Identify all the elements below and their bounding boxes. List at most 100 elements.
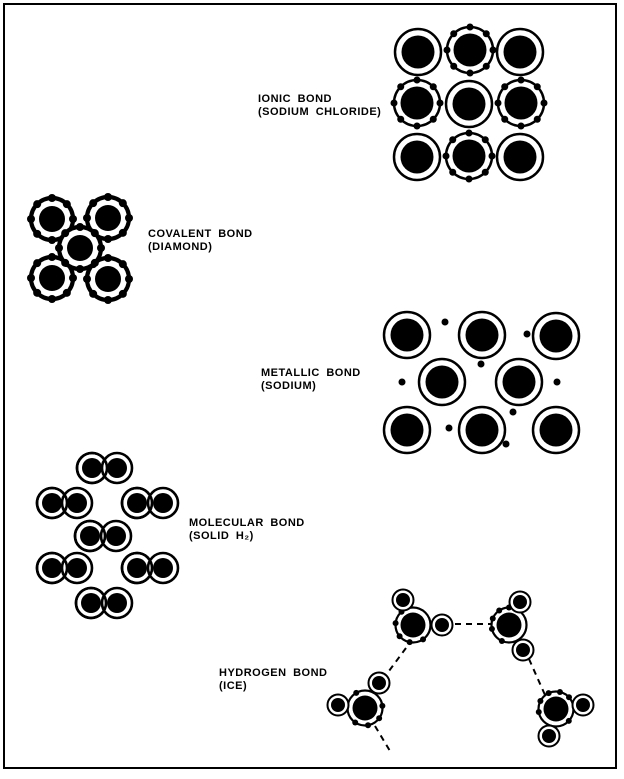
- h2-atom-core: [127, 493, 147, 513]
- chloride-ion-electron: [442, 152, 450, 160]
- chloride-ion-electron: [533, 115, 541, 123]
- label-ionic-line2: (SODIUM CHLORIDE): [258, 105, 382, 118]
- shared-electron: [83, 275, 91, 283]
- h2-atom-core: [107, 593, 127, 613]
- hydrogen-atom-core: [396, 593, 410, 607]
- free-electron: [553, 378, 561, 386]
- metal-ion-core: [502, 365, 536, 399]
- shared-electron: [104, 193, 112, 201]
- chloride-ion-electron: [450, 30, 458, 38]
- sodium-ion-core: [452, 87, 486, 121]
- carbon-atom-core: [39, 265, 65, 291]
- label-molecular-line1: MOLECULAR BOND: [189, 517, 305, 529]
- chloride-ion-electron: [429, 115, 437, 123]
- h2-atom-core: [67, 558, 87, 578]
- oxygen-electron: [406, 639, 413, 646]
- label-molecular-line2: (SOLID H₂): [189, 529, 254, 542]
- oxygen-electron: [498, 637, 505, 644]
- label-hydrogen-bond: HYDROGEN BOND (ICE): [219, 667, 328, 692]
- oxygen-electron: [396, 633, 403, 640]
- metal-ion-core: [539, 413, 573, 447]
- shared-electron: [33, 229, 42, 238]
- chloride-ion-electron: [413, 122, 421, 130]
- chloride-ion-electron: [488, 152, 496, 160]
- h2-atom-core: [67, 493, 87, 513]
- chloride-ion-electron: [501, 83, 509, 91]
- shared-electron: [104, 254, 112, 262]
- chloride-ion-electron: [443, 46, 451, 54]
- oxygen-electron: [565, 717, 572, 724]
- free-electron: [523, 330, 531, 338]
- h2-atom-core: [42, 558, 62, 578]
- label-metallic-bond: METALLIC BOND (SODIUM): [261, 367, 361, 392]
- hydrogen-atom-core: [513, 595, 527, 609]
- oxygen-electron: [496, 607, 503, 614]
- shared-electron: [118, 199, 127, 208]
- chloride-ion-electron: [482, 62, 490, 70]
- chloride-ion-electron: [481, 168, 489, 176]
- hydrogen-atom-core: [516, 643, 530, 657]
- metal-ion-core: [390, 413, 424, 447]
- oxygen-electron: [535, 709, 542, 716]
- chloride-ion-electron: [533, 83, 541, 91]
- shared-electron: [89, 289, 98, 298]
- oxygen-atom-core: [543, 696, 569, 722]
- label-molecular-bond: MOLECULAR BOND (SOLID H₂): [189, 517, 305, 542]
- hydrogen-atom-core: [542, 729, 556, 743]
- h2-atom-core: [107, 458, 127, 478]
- hydrogen-bond-dashed-line: [374, 725, 391, 752]
- shared-electron: [27, 215, 35, 223]
- shared-electron: [69, 215, 77, 223]
- shared-electron: [89, 199, 98, 208]
- h2-atom-core: [153, 558, 173, 578]
- h2-atom-core: [82, 458, 102, 478]
- shared-electron: [33, 288, 42, 297]
- chloride-ion-core: [453, 33, 487, 67]
- oxygen-electron: [420, 636, 427, 643]
- chloride-ion-electron: [466, 23, 474, 31]
- label-hydrogen-line2: (ICE): [219, 679, 248, 692]
- shared-electron: [48, 236, 56, 244]
- chloride-ion-electron: [436, 99, 444, 107]
- shared-electron: [97, 244, 105, 252]
- h2-atom-shell-outline: [120, 486, 154, 520]
- metal-ion-core: [465, 318, 499, 352]
- shared-electron: [118, 260, 127, 269]
- chloride-ion-electron: [449, 136, 457, 144]
- shared-electron: [104, 296, 112, 304]
- oxygen-electron: [488, 625, 495, 632]
- free-electron: [441, 318, 449, 326]
- chloride-ion-core: [504, 86, 538, 120]
- shared-electron: [76, 223, 84, 231]
- shared-electron: [62, 200, 71, 209]
- carbon-atom-core: [95, 266, 121, 292]
- shared-electron: [90, 229, 99, 238]
- h2-atom-shell-outline: [120, 551, 154, 585]
- chloride-ion-electron: [489, 46, 497, 54]
- chloride-ion-electron: [517, 76, 525, 84]
- shared-electron: [61, 229, 70, 238]
- oxygen-atom-core: [352, 695, 378, 721]
- hydrogen-atom-core: [331, 698, 345, 712]
- shared-electron: [118, 289, 127, 298]
- oxygen-electron: [365, 722, 372, 729]
- oxygen-atom-core: [400, 612, 426, 638]
- shared-electron: [125, 214, 133, 222]
- label-covalent-line1: COVALENT BOND: [148, 228, 253, 240]
- shared-electron: [33, 200, 42, 209]
- oxygen-electron: [379, 702, 386, 709]
- shared-electron: [69, 274, 77, 282]
- shared-electron: [62, 288, 71, 297]
- chloride-ion-electron: [390, 99, 398, 107]
- page-border: [3, 3, 617, 769]
- oxygen-electron: [392, 620, 399, 627]
- carbon-atom-core: [95, 205, 121, 231]
- chloride-ion-electron: [413, 76, 421, 84]
- oxygen-electron: [489, 615, 496, 622]
- chloride-ion-core: [452, 139, 486, 173]
- h2-atom-core: [42, 493, 62, 513]
- h2-atom-core: [153, 493, 173, 513]
- label-ionic-line1: IONIC BOND: [258, 93, 332, 105]
- label-covalent-bond: COVALENT BOND (DIAMOND): [148, 228, 253, 253]
